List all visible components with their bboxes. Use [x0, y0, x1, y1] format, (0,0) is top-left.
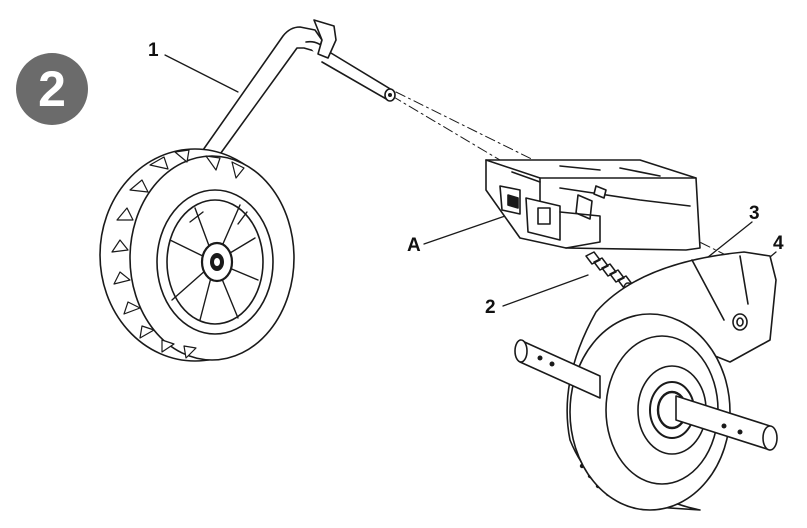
wheel-arm	[195, 19, 396, 169]
callout-part-3: 3	[749, 203, 760, 224]
callout-part-a: A	[407, 235, 421, 256]
callout-part-4: 4	[773, 233, 784, 254]
callout-part-2: 2	[485, 297, 496, 318]
step-badge: 2	[16, 53, 88, 125]
wheel	[99, 148, 295, 362]
axle	[514, 339, 778, 451]
step-number: 2	[38, 61, 66, 117]
callout-part-1: 1	[148, 40, 159, 61]
mounting-bracket	[485, 159, 701, 251]
